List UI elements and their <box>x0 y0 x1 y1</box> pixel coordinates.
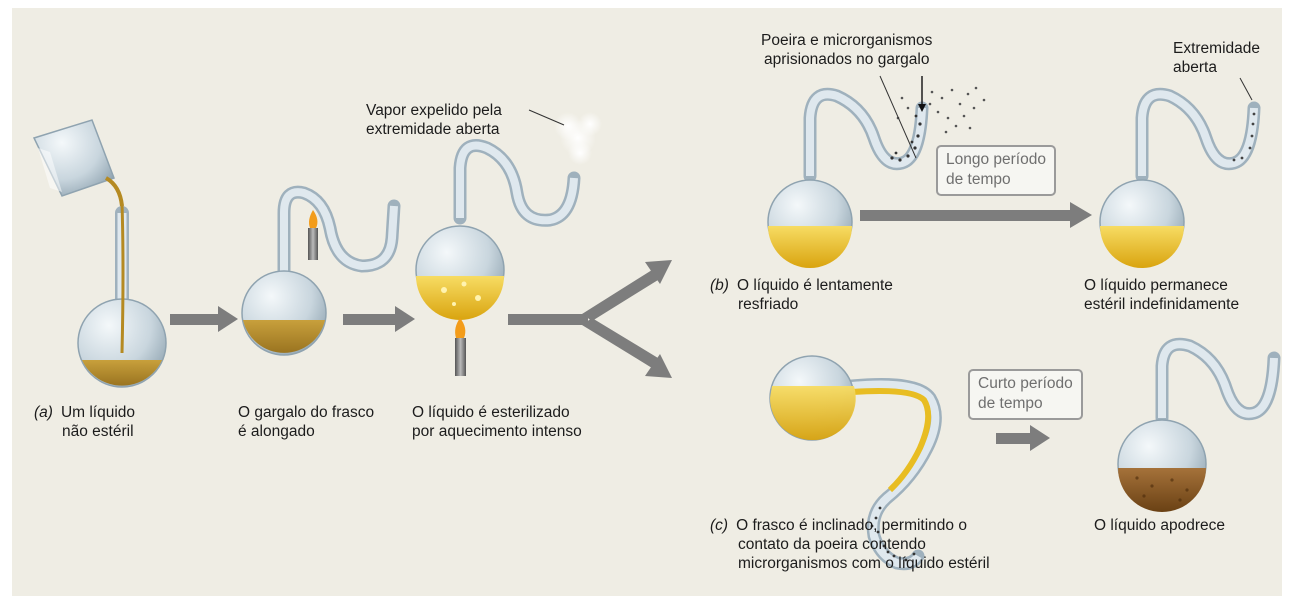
flask-boiling <box>415 139 581 320</box>
vapor-label-line1: Vapor expelido pela <box>366 102 502 119</box>
sterile-result: O líquido permanece estéril indefinidame… <box>1084 276 1239 314</box>
open-end-label: Extremidade aberta <box>1173 39 1260 77</box>
flask-b-sterile <box>1099 87 1261 268</box>
beaker <box>32 119 124 207</box>
arrow-1 <box>170 306 238 332</box>
flask-neck-bent <box>241 185 401 356</box>
arrow-2 <box>343 306 415 332</box>
caption-c-line3: microrganismos com o líquido estéril <box>738 555 990 572</box>
caption-heat: O líquido é esterilizado por aquecimento… <box>412 403 582 441</box>
caption-c-line2: contato da poeira contendo <box>738 536 926 553</box>
open-end-label-line2: aberta <box>1173 59 1217 76</box>
experiment-illustration <box>32 75 1281 571</box>
short-period-box: Curto período de tempo <box>968 369 1083 420</box>
arrow-long-period <box>860 202 1092 228</box>
sterile-result-line1: O líquido permanece <box>1084 277 1228 294</box>
caption-b-line2: resfriado <box>738 296 799 313</box>
spoiled-result-line1: O líquido apodrece <box>1094 517 1225 534</box>
caption-c: (c) O frasco é inclinado, permitindo o co… <box>710 516 990 573</box>
caption-neck-line1: O gargalo do frasco <box>238 404 375 421</box>
caption-a: (a) Um líquido não estéril <box>34 403 135 441</box>
caption-heat-line1: O líquido é esterilizado <box>412 404 570 421</box>
dust-label: Poeira e microrganismos aprisionados no … <box>761 31 932 69</box>
short-period-line1: Curto período <box>978 375 1073 392</box>
dust-label-line1: Poeira e microrganismos <box>761 32 933 49</box>
sterile-result-line2: estéril indefinidamente <box>1084 296 1240 313</box>
spoiled-result: O líquido apodrece <box>1094 516 1225 535</box>
burner-heat <box>455 318 466 376</box>
arrow-short-period <box>996 425 1050 451</box>
caption-b-line1: O líquido é lentamente <box>736 277 893 294</box>
caption-b: (b) O líquido é lentamente resfriado <box>710 276 893 314</box>
caption-a-line2: não estéril <box>62 423 134 440</box>
dust-label-line2: aprisionados no gargalo <box>763 51 930 68</box>
flask-c-tilted <box>769 355 942 571</box>
open-end-leader <box>1239 77 1253 101</box>
caption-heat-line2: por aquecimento intenso <box>412 423 582 440</box>
long-period-line2: de tempo <box>946 171 1011 188</box>
dust-pointer-head <box>918 104 926 112</box>
caption-a-line1: Um líquido <box>60 404 136 421</box>
caption-neck: O gargalo do frasco é alongado <box>238 403 374 441</box>
vapor-label: Vapor expelido pela extremidade aberta <box>366 101 502 139</box>
flask-a <box>77 202 167 388</box>
caption-c-line1: O frasco é inclinado, permitindo o <box>736 517 967 534</box>
long-period-box: Longo período de tempo <box>936 145 1056 196</box>
caption-neck-line2: é alongado <box>238 423 315 440</box>
short-period-line2: de tempo <box>978 395 1043 412</box>
figure-panel: (a) Um líquido não estéril O gargalo do f… <box>12 8 1282 596</box>
branch-arrow <box>508 260 672 378</box>
caption-a-tag: (a) <box>34 404 53 421</box>
open-end-label-line1: Extremidade <box>1173 40 1261 57</box>
vapor-leader <box>528 109 565 126</box>
caption-c-tag: (c) <box>710 517 729 534</box>
burner-neck <box>308 210 318 260</box>
flask-b-cooled <box>767 86 986 268</box>
caption-b-tag: (b) <box>710 277 729 294</box>
long-period-line1: Longo período <box>946 151 1046 168</box>
steam-cloud <box>554 112 602 165</box>
dust-leader <box>879 75 917 159</box>
vapor-label-line2: extremidade aberta <box>366 121 500 138</box>
flask-c-spoiled <box>1117 337 1281 512</box>
